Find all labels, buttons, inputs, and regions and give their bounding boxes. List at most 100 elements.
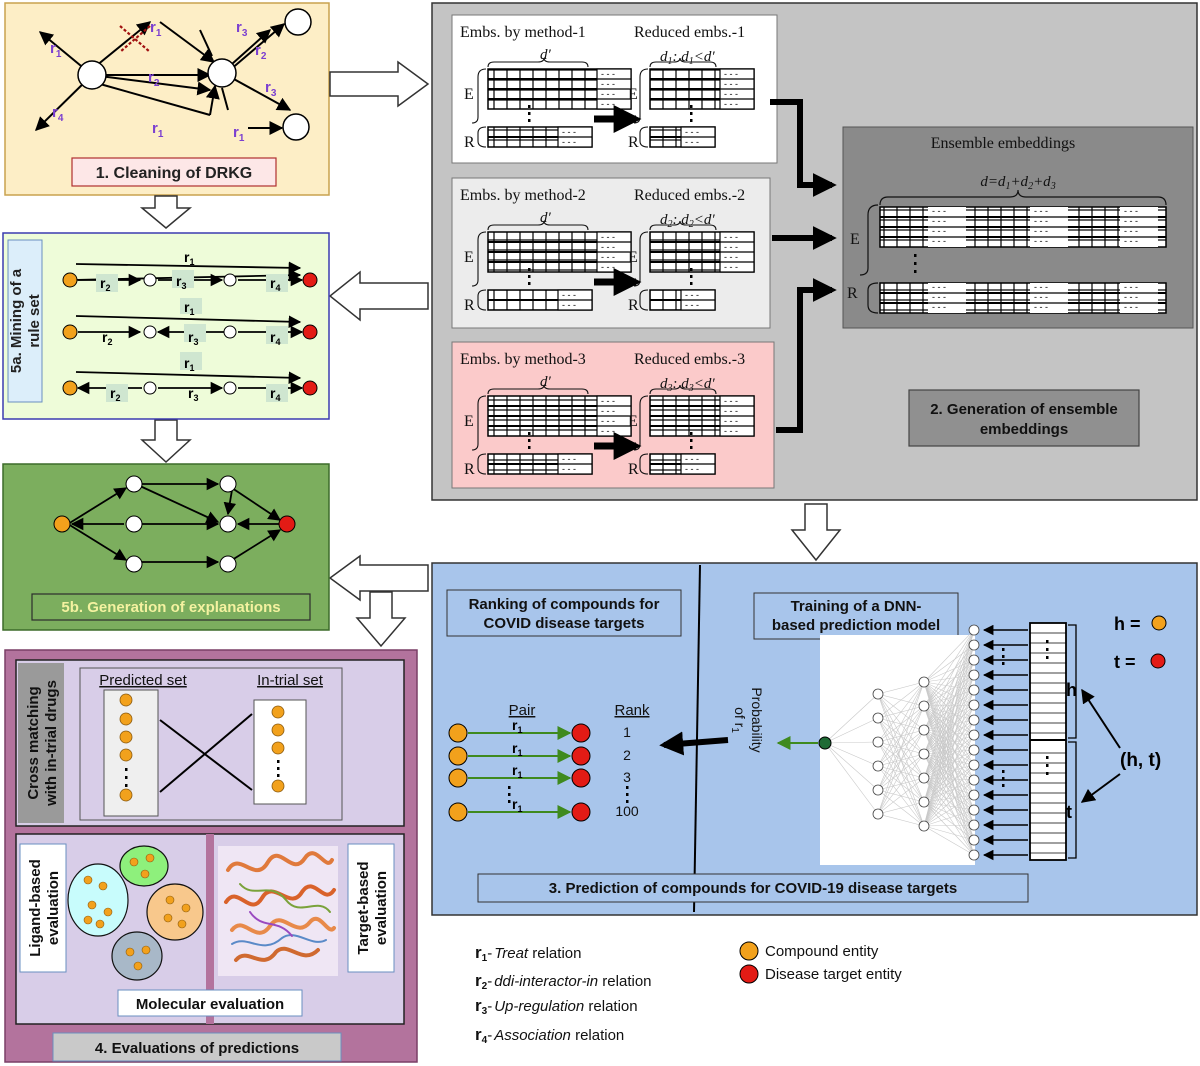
svg-text:- - -: - - -: [1034, 302, 1048, 312]
svg-text:- - -: - - -: [685, 300, 699, 310]
R-label: R: [628, 461, 639, 478]
legend-relation-1: r1-Treat relation: [475, 943, 581, 964]
svg-text:- - -: - - -: [601, 69, 615, 79]
dim-label: d′: [540, 374, 552, 390]
arrow-down-icon: [790, 503, 842, 562]
pair-relation-label: r1: [512, 796, 522, 814]
dim-label: d′: [540, 210, 552, 226]
panel-rule-mining: 5a. Mining of arule set r1 r2 r3 r4 r1 r…: [2, 232, 330, 420]
svg-text:- - -: - - -: [724, 69, 738, 79]
svg-text:- - -: - - -: [601, 426, 615, 436]
svg-text:- - -: - - -: [1124, 216, 1138, 226]
molecular-eval-title: Molecular evaluation: [136, 996, 284, 1013]
svg-text:- - -: - - -: [724, 89, 738, 99]
node: [207, 58, 237, 88]
panel-explanations-title: 5b. Generation of explanations: [61, 599, 280, 616]
svg-text:- - -: - - -: [724, 232, 738, 242]
panel-cleaning-title: 1. Cleaning of DRKG: [96, 165, 252, 182]
ranking-row: r1 1: [448, 717, 631, 743]
svg-text:r2: r2: [102, 329, 112, 347]
svg-text:- - -: - - -: [601, 252, 615, 262]
panel-rule-mining-title: 5a. Mining of arule set: [8, 268, 43, 373]
method-label: Embs. by method-1: [460, 24, 586, 41]
svg-text:- - -: - - -: [1124, 292, 1138, 302]
panel-explanations: 5b. Generation of explanations: [2, 463, 330, 631]
svg-text:- - -: - - -: [601, 99, 615, 109]
node: [282, 113, 310, 141]
panel-evaluation: Cross matchingwith in-trial drugs Predic…: [4, 649, 418, 1063]
t-label: t: [1066, 802, 1072, 822]
svg-text:- - -: - - -: [724, 406, 738, 416]
rank-value: 100: [615, 803, 639, 819]
svg-text:- - -: - - -: [1124, 226, 1138, 236]
removed-edge-cross-icon: [119, 25, 151, 53]
svg-text:r3: r3: [188, 329, 198, 347]
node: [77, 60, 107, 90]
svg-text:- - -: - - -: [1034, 226, 1048, 236]
arrow-down-icon: [355, 591, 407, 648]
svg-text:- - -: - - -: [1124, 302, 1138, 312]
rank-value: 1: [623, 724, 631, 740]
compound-legend-icon: [739, 941, 759, 961]
ensemble-R: R: [847, 285, 858, 302]
reduced-label: Reduced embs.-1: [634, 24, 745, 41]
R-label: R: [464, 461, 475, 478]
svg-text:- - -: - - -: [1124, 206, 1138, 216]
svg-text:- - -: - - -: [601, 416, 615, 426]
svg-text:- - -: - - -: [932, 216, 946, 226]
pair-header: Pair: [509, 702, 536, 719]
svg-text:r1: r1: [184, 299, 194, 317]
t-eq-label: t =: [1114, 652, 1136, 672]
R-label: R: [628, 297, 639, 314]
svg-text:- - -: - - -: [932, 282, 946, 292]
rank-header: Rank: [614, 702, 650, 719]
target-eval-title: Target-basedevaluation: [355, 861, 390, 954]
svg-text:- - -: - - -: [1034, 236, 1048, 246]
legend-relation-3: r3-Up-regulation relation: [475, 996, 638, 1017]
svg-text:r4: r4: [270, 329, 280, 347]
h-label: h: [1066, 680, 1077, 700]
svg-text:- - -: - - -: [562, 300, 576, 310]
svg-text:- - -: - - -: [724, 99, 738, 109]
E-label: E: [464, 86, 474, 103]
E-label: E: [628, 249, 638, 266]
rel-label: r1: [152, 120, 164, 140]
flow-arrows: [139, 60, 842, 648]
svg-text:- - -: - - -: [685, 454, 699, 464]
svg-text:- - -: - - -: [685, 464, 699, 474]
training-title: Training of a DNN-based prediction model: [772, 598, 940, 634]
reduced-label: Reduced embs.-2: [634, 187, 745, 204]
ensemble-E: E: [850, 231, 860, 248]
arrow-down-icon: [139, 195, 193, 229]
ensemble-title: Ensemble embeddings: [931, 135, 1075, 152]
svg-text:- - -: - - -: [932, 236, 946, 246]
svg-text:r4: r4: [270, 385, 280, 403]
svg-text:- - -: - - -: [932, 226, 946, 236]
rel-label: r1: [233, 124, 245, 144]
arrow-right-icon: [329, 60, 430, 108]
svg-text:- - -: - - -: [1034, 292, 1048, 302]
method-label: Embs. by method-2: [460, 187, 586, 204]
probability-label: Probabilityof r1: [729, 687, 765, 752]
method-label: Embs. by method-3: [460, 351, 586, 368]
svg-text:- - -: - - -: [562, 127, 576, 137]
arrow-down-icon: [140, 419, 192, 464]
rule-nodes: [62, 272, 318, 396]
pair-relation-label: r1: [512, 717, 522, 735]
svg-text:r3: r3: [176, 273, 186, 291]
in-trial-set-label: In-trial set: [257, 672, 324, 689]
rel-label: r3: [236, 19, 248, 39]
panel-evaluation-title: 4. Evaluations of predictions: [95, 1040, 299, 1057]
R-label: R: [628, 134, 639, 151]
svg-text:- - -: - - -: [1034, 206, 1048, 216]
reduced-label: Reduced embs.-3: [634, 351, 745, 368]
svg-text:r2: r2: [100, 275, 110, 293]
svg-text:r3: r3: [188, 385, 198, 403]
ensemble-formula: d=d1+d2+d3: [980, 174, 1055, 192]
svg-text:- - -: - - -: [562, 464, 576, 474]
svg-text:- - -: - - -: [601, 232, 615, 242]
